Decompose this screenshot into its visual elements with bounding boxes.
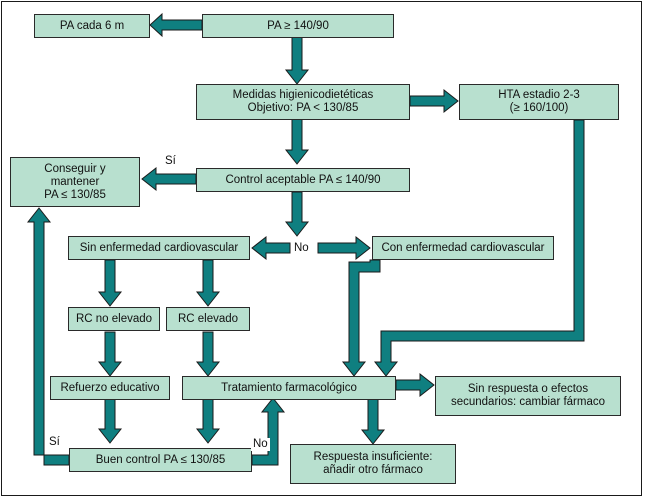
label-no-bottom: No	[251, 438, 270, 451]
node-medidas: Medidas higienicodietéticas Objetivo: PA…	[196, 84, 410, 120]
node-sin-enf: Sin enfermedad cardiovascular	[68, 236, 250, 260]
arrow-to-control	[284, 118, 310, 165]
arrow-con-enf-to-tratamiento	[341, 259, 381, 377]
arrow-control-down	[284, 191, 310, 237]
label-si-top: Sí	[163, 155, 178, 168]
node-conseguir: Conseguir y mantener PA ≤ 130/85	[10, 157, 140, 207]
arrow-buen-to-tratamiento	[251, 397, 286, 466]
arrow-to-sin-respuesta	[395, 372, 435, 398]
arrow-to-hta	[409, 88, 459, 114]
node-buen-control: Buen control PA ≤ 130/85	[69, 448, 252, 472]
arrow-buen-to-conseguir	[26, 207, 70, 466]
node-control: Control aceptable PA ≤ 140/90	[196, 168, 410, 192]
arrow-to-sin-enf	[251, 235, 291, 261]
arrow-to-con-enf	[317, 235, 371, 261]
arrow-to-rc-elev	[195, 259, 221, 307]
node-respuesta: Respuesta insuficiente: añadir otro fárm…	[290, 444, 456, 484]
arrow-to-rc-no	[97, 259, 123, 307]
node-rc-elev: RC elevado	[166, 307, 250, 331]
arrow-refuerzo-to-buen	[97, 398, 123, 444]
node-pa-140: PA ≥ 140/90	[202, 14, 394, 38]
arrow-to-medidas	[284, 36, 310, 85]
node-con-enf: Con enfermedad cardiovascular	[372, 236, 554, 260]
node-rc-no: RC no elevado	[68, 307, 160, 331]
node-pa-cada-6m: PA cada 6 m	[34, 14, 150, 38]
node-sin-respuesta: Sin respuesta o efectos secundarios: cam…	[435, 376, 621, 416]
label-si-left: Sí	[47, 436, 62, 449]
node-tratamiento: Tratamiento farmacológico	[182, 376, 396, 400]
arrow-to-pa-cada-6m	[149, 12, 203, 38]
arrow-to-respuesta	[360, 398, 386, 445]
node-refuerzo: Refuerzo educativo	[50, 376, 170, 400]
arrow-to-refuerzo	[97, 331, 123, 377]
label-no-mid: No	[292, 242, 311, 255]
arrow-to-tratamiento-rc	[195, 331, 221, 377]
arrow-to-conseguir	[141, 166, 197, 192]
arrow-hta-to-tratamiento	[373, 119, 585, 377]
node-hta: HTA estadio 2-3 (≥ 160/100)	[459, 84, 619, 120]
arrow-tratamiento-to-buen	[195, 398, 221, 444]
